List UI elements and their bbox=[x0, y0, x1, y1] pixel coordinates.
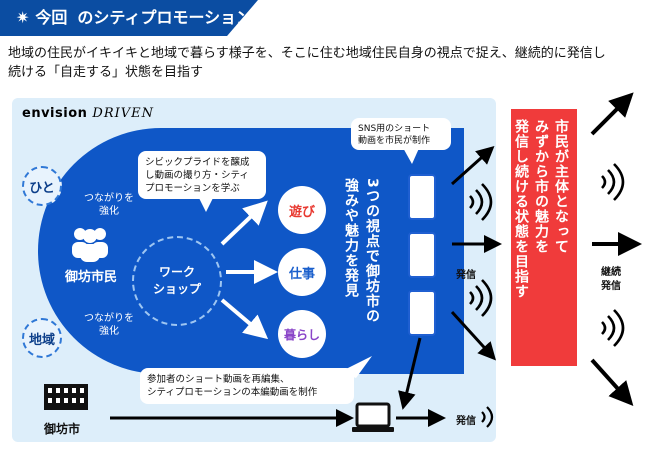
connect-note-1: つながりを 強化 bbox=[74, 192, 144, 218]
workshop-line-2: ショップ bbox=[152, 282, 201, 296]
signal-icon bbox=[481, 406, 494, 428]
intro-line-1: 地域の住民がイキイキと地域で暮らす様子を、そこに住む地域住民自身の視点で捉え、継… bbox=[8, 46, 606, 61]
signal-icon bbox=[601, 309, 625, 347]
learning-line-1: シビックプライドを醸成 bbox=[145, 157, 250, 168]
perspectives-line-2: 強みや魅力を発見 bbox=[343, 178, 359, 298]
sns-line-1: SNS用のショート bbox=[358, 124, 431, 134]
city-label: 御坊市 bbox=[44, 422, 81, 436]
workshop-circle: ワーク ショップ bbox=[132, 236, 222, 326]
signal-icon bbox=[469, 183, 493, 221]
connect-note-2: つながりを 強化 bbox=[74, 312, 144, 338]
category-work: 仕事 bbox=[278, 248, 326, 296]
arrow-to-life bbox=[220, 298, 269, 340]
three-perspectives-text: 3つの視点で御坊市の 強みや魅力を発見 bbox=[340, 178, 382, 368]
category-play-label: 遊び bbox=[288, 204, 315, 220]
learning-bubble: シビックプライドを醸成 し動画の撮り方・シティ プロモーションを学ぶ bbox=[138, 151, 266, 199]
broadcast-label: 発信 bbox=[456, 270, 476, 281]
category-life-label: 暮らし bbox=[283, 327, 320, 342]
chiiki-badge: 地域 bbox=[22, 318, 62, 358]
workshop-line-1: ワーク bbox=[158, 265, 195, 279]
people-icon bbox=[72, 228, 108, 262]
continuous-broadcast-label: 継続 発信 bbox=[598, 266, 624, 294]
burst-star-icon: ✷ bbox=[16, 8, 30, 27]
hito-label: ひと bbox=[29, 180, 55, 196]
brand-part-2: DRIVEN bbox=[92, 106, 155, 121]
bubble-tail bbox=[402, 146, 420, 164]
arrow-right-down bbox=[590, 358, 634, 406]
brand-part-1: envision bbox=[22, 106, 88, 121]
arrow-to-play bbox=[220, 200, 268, 246]
connect-note-2a: つながりを bbox=[84, 313, 134, 324]
signal-icon bbox=[469, 279, 493, 317]
goal-text: 市民が主体となって みずから市の魅力を 発信し続ける状態を目指す bbox=[511, 119, 571, 299]
sns-line-2: 動画を市民が制作 bbox=[358, 136, 431, 146]
citizens-label: 御坊市民 bbox=[64, 270, 117, 285]
intro-text: 地域の住民がイキイキと地域で暮らす様子を、そこに住む地域住民自身の視点で捉え、継… bbox=[8, 44, 640, 82]
broadcast-label-bottom: 発信 bbox=[456, 416, 476, 427]
arrow-up-out bbox=[450, 145, 495, 186]
editing-callout: 参加者のショート動画を再編集、 シティプロモーションの本編動画を制作 bbox=[140, 368, 354, 404]
header-tag: ✷ 今回のシティプロモーション bbox=[0, 0, 258, 36]
category-work-label: 仕事 bbox=[288, 266, 315, 282]
city-hall-icon bbox=[44, 384, 88, 410]
chiiki-label: 地域 bbox=[28, 332, 55, 348]
smartphone-icon bbox=[408, 290, 436, 336]
learning-line-3: プロモーションを学ぶ bbox=[145, 183, 240, 194]
sns-callout: SNS用のショート 動画を市民が制作 bbox=[351, 118, 451, 150]
arrow-right-up bbox=[590, 92, 634, 136]
signal-icon bbox=[601, 163, 625, 201]
header-tag-label: 今回 bbox=[35, 8, 68, 27]
editing-line-1: 参加者のショート動画を再編集、 bbox=[147, 374, 290, 385]
bubble-tail bbox=[198, 196, 214, 212]
goal-line-1: 市民が主体となって bbox=[553, 119, 569, 254]
perspectives-line-1: 3つの視点で御坊市の bbox=[364, 178, 380, 324]
goal-line-2: みずから市の魅力を bbox=[533, 119, 549, 254]
arrow-to-laptop bbox=[398, 337, 422, 410]
laptop-icon bbox=[352, 402, 394, 432]
category-life: 暮らし bbox=[278, 310, 326, 358]
goal-box: 市民が主体となって みずから市の魅力を 発信し続ける状態を目指す bbox=[511, 109, 577, 366]
smartphone-icon bbox=[408, 174, 436, 220]
category-play: 遊び bbox=[278, 186, 326, 234]
goal-line-3: 発信し続ける状態を目指す bbox=[513, 119, 529, 299]
brand-logo: envision DRIVEN bbox=[22, 106, 154, 121]
continuous-line-2: 発信 bbox=[601, 281, 621, 292]
arrow-down-out bbox=[450, 310, 497, 361]
connect-note-1b: 強化 bbox=[99, 206, 119, 217]
header-title: のシティプロモーション bbox=[77, 8, 253, 27]
connect-note-1a: つながりを bbox=[84, 193, 134, 204]
hito-badge: ひと bbox=[22, 166, 62, 206]
learning-line-2: し動画の撮り方・シティ bbox=[145, 170, 249, 181]
connect-note-2b: 強化 bbox=[99, 326, 119, 337]
continuous-line-1: 継続 bbox=[601, 267, 621, 278]
intro-line-2: 続ける「自走する」状態を目指す bbox=[8, 65, 204, 80]
editing-line-2: シティプロモーションの本編動画を制作 bbox=[147, 387, 318, 398]
smartphone-icon bbox=[408, 232, 436, 278]
